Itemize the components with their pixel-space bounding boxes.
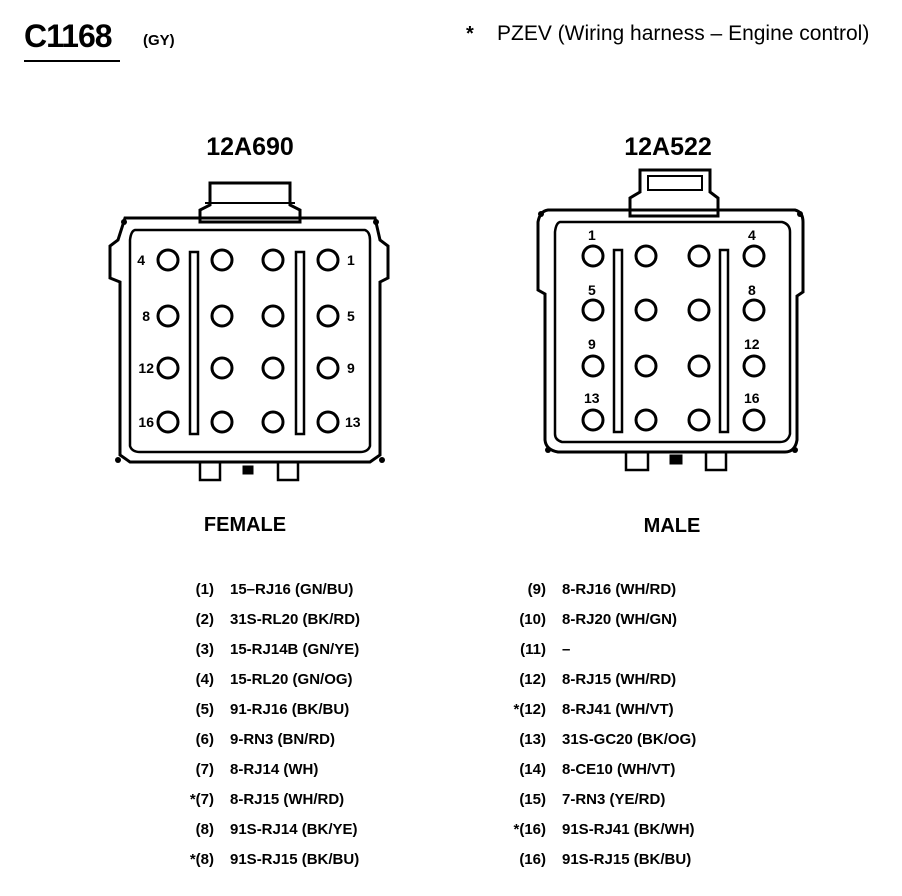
pin-number: (13) <box>519 731 546 748</box>
connector-id: C1168 <box>24 18 113 54</box>
pin-number: (11) <box>520 641 546 658</box>
right-connector-part-number: 12A522 <box>624 133 712 161</box>
circuit-code: 31S-GC20 (BK/OG) <box>562 731 697 748</box>
pin-number: (10) <box>519 611 546 628</box>
male-pin-label-16: 16 <box>744 390 760 406</box>
male-pin-label-13: 13 <box>584 390 600 406</box>
pin-number: (3) <box>195 641 214 658</box>
circuit-code: 9-RN3 (BN/RD) <box>230 731 335 748</box>
male-connector-face <box>536 168 805 472</box>
male-pin-label-9: 9 <box>588 336 596 352</box>
left-connector-part-number: 12A690 <box>206 133 294 161</box>
female-pin-label-8: 8 <box>142 308 150 324</box>
circuit-code: 91S-RJ15 (BK/BU) <box>230 851 360 868</box>
male-pin-label-12: 12 <box>744 336 760 352</box>
female-connector-corner-marks <box>115 219 385 463</box>
female-pin-label-4: 4 <box>137 252 145 268</box>
pin-number: (14) <box>519 761 546 778</box>
male-pin-label-5: 5 <box>588 282 596 298</box>
pin-number: (15) <box>519 791 546 808</box>
circuit-code: 8-RJ20 (WH/GN) <box>562 611 678 628</box>
female-pin-label-13: 13 <box>345 414 361 430</box>
pin-number: (5) <box>195 701 214 718</box>
circuit-code: 15-RJ14B (GN/YE) <box>230 641 360 658</box>
circuit-code: 15–RJ16 (GN/BU) <box>230 581 354 598</box>
male-pin-label-4: 4 <box>748 227 756 243</box>
male-pin-label-1: 1 <box>588 227 596 243</box>
circuit-code: 91S-RJ41 (BK/WH) <box>562 821 695 838</box>
female-pin-label-9: 9 <box>347 360 355 376</box>
pin-number: (4) <box>195 671 214 688</box>
pin-number: *(16) <box>513 821 546 838</box>
pin-number: *(12) <box>513 701 546 718</box>
circuit-code: 8-RJ41 (WH/VT) <box>562 701 674 718</box>
circuit-code: 8-RJ14 (WH) <box>230 761 319 778</box>
pin-number: (8) <box>195 821 214 838</box>
circuit-code: – <box>562 641 571 658</box>
female-pin-label-12: 12 <box>138 360 154 376</box>
circuit-code: 91-RJ16 (BK/BU) <box>230 701 350 718</box>
pin-number: (7) <box>195 761 214 778</box>
female-pin-label-1: 1 <box>347 252 355 268</box>
pin-number: (9) <box>527 581 546 598</box>
circuit-code: 91S-RJ15 (BK/BU) <box>562 851 692 868</box>
connector-id-underline <box>24 60 120 62</box>
male-connector-corner-marks <box>538 211 803 453</box>
color-code: (GY) <box>143 32 175 49</box>
pin-number: (16) <box>519 851 546 868</box>
pin-number: *(8) <box>189 851 214 868</box>
male-connector-pins <box>581 244 766 432</box>
female-pin-label-16: 16 <box>138 414 154 430</box>
pin-number: (1) <box>195 581 214 598</box>
note-text: PZEV (Wiring harness – Engine control) <box>497 22 870 45</box>
female-connector-face <box>108 181 390 482</box>
circuit-code: 8-RJ16 (WH/RD) <box>562 581 677 598</box>
right-connector-gender: MALE <box>643 515 701 537</box>
circuit-code: 8-RJ15 (WH/RD) <box>562 671 677 688</box>
left-connector-gender: FEMALE <box>203 514 287 536</box>
pin-number: (12) <box>519 671 546 688</box>
pin-number: (2) <box>195 611 214 628</box>
circuit-code: 7-RN3 (YE/RD) <box>562 791 666 808</box>
circuit-code: 8-CE10 (WH/VT) <box>562 761 676 778</box>
female-connector-pins <box>156 248 340 434</box>
male-pin-label-8: 8 <box>748 282 756 298</box>
pin-number: *(7) <box>189 791 214 808</box>
note-marker: * <box>466 23 474 45</box>
circuit-code: 8-RJ15 (WH/RD) <box>230 791 345 808</box>
circuit-code: 15-RL20 (GN/OG) <box>230 671 353 688</box>
connector-diagrams: 4 1 8 5 12 9 16 13 1 4 5 8 9 12 13 16 <box>108 168 805 482</box>
pin-number: (6) <box>195 731 214 748</box>
female-pin-label-5: 5 <box>347 308 355 324</box>
circuit-code: 91S-RJ14 (BK/YE) <box>230 821 358 838</box>
circuit-code: 31S-RL20 (BK/RD) <box>230 611 361 628</box>
